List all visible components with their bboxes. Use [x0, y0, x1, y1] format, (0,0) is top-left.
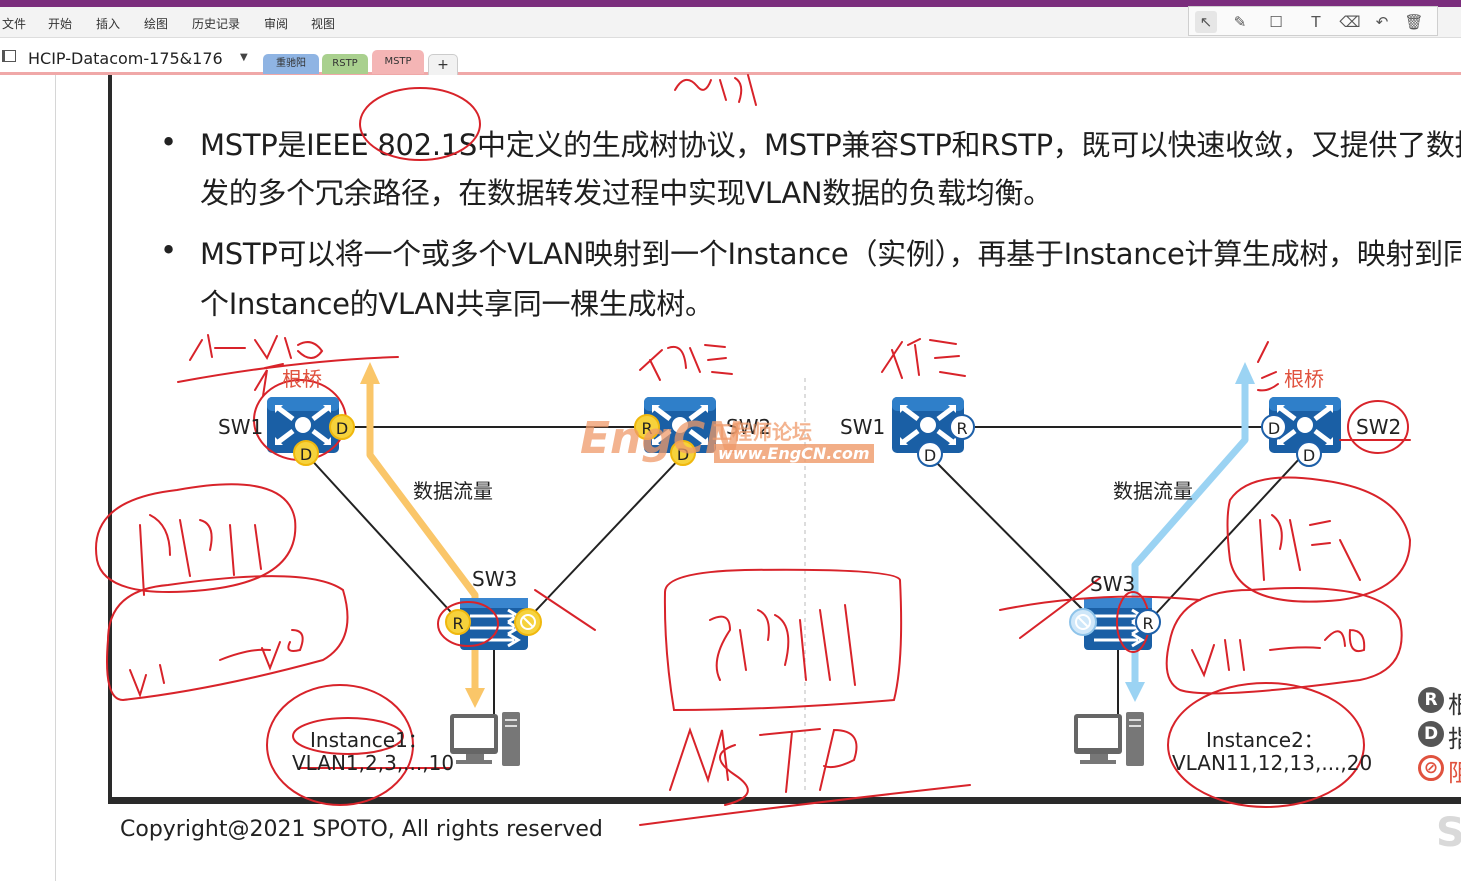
- watermark-cn: 工程师论坛: [712, 420, 812, 444]
- pc-left-icon: [449, 711, 521, 767]
- blocked-port-icon: [1069, 608, 1097, 636]
- legend-root-text: 根: [1448, 691, 1461, 719]
- chevron-down-icon[interactable]: ▼: [240, 52, 248, 63]
- pen-icon[interactable]: ✎: [1233, 13, 1247, 31]
- blocked-port-icon: [514, 608, 542, 636]
- menu-home[interactable]: 开始: [48, 17, 73, 31]
- menu-review[interactable]: 审阅: [264, 17, 289, 31]
- legend-designated-text: 指: [1448, 725, 1461, 753]
- instance2-label: Instance2：: [1206, 728, 1324, 752]
- port-designated: D: [1261, 414, 1287, 440]
- root-bridge-right-label: 根桥: [1284, 367, 1324, 391]
- legend-designated-icon: D: [1418, 721, 1444, 747]
- legend-root-icon: R: [1418, 687, 1444, 713]
- title-strip: [0, 0, 1461, 7]
- shape-icon[interactable]: ☐: [1269, 13, 1283, 31]
- legend-blocked-icon: ⊘: [1418, 755, 1444, 781]
- page-margin-line: [55, 75, 56, 881]
- notebook-title[interactable]: HCIP-Datacom-175&176: [28, 49, 223, 68]
- port-designated: D: [1296, 441, 1322, 467]
- corner-logo: S: [1436, 810, 1461, 856]
- sw2-right-label: SW2: [1356, 415, 1402, 439]
- bullet-dot: •: [160, 233, 178, 267]
- bullet2-line1: MSTP可以将一个或多个VLAN映射到一个Instance（实例），再基于Ins…: [200, 237, 1461, 271]
- port-designated: D: [293, 440, 319, 466]
- watermark-url: www.EngCN.com: [714, 444, 874, 463]
- drawing-toolbar: ↖ ✎ ☐ T ⌫ ↶ 🗑: [1188, 6, 1438, 36]
- pc-right-icon: [1073, 711, 1145, 767]
- port-root: R: [1135, 609, 1161, 635]
- root-bridge-left-label: 根桥: [282, 367, 322, 391]
- slide-left-border: [108, 75, 112, 803]
- tab-rstp[interactable]: RSTP: [322, 54, 368, 74]
- pointer-icon[interactable]: ↖: [1195, 11, 1217, 33]
- port-designated: D: [670, 440, 696, 466]
- bullet1-line2: 发的多个冗余路径，在数据转发过程中实现VLAN数据的负载均衡。: [200, 176, 1052, 210]
- bullet1-line1: MSTP是IEEE 802.1S中定义的生成树协议，MSTP兼容STP和RSTP…: [200, 128, 1461, 162]
- port-root: R: [949, 414, 975, 440]
- menu-history[interactable]: 历史记录: [192, 17, 241, 31]
- menu-file[interactable]: 文件: [2, 17, 27, 31]
- instance1-vlans: VLAN1,2,3,...,10: [292, 751, 455, 775]
- copyright-text: Copyright@2021 SPOTO, All rights reserve…: [120, 817, 603, 842]
- slide-bottom-border: [108, 797, 1461, 804]
- sw1-right-label: SW1: [840, 415, 886, 439]
- data-flow-left-label: 数据流量: [413, 479, 493, 503]
- delete-icon[interactable]: 🗑: [1404, 13, 1424, 31]
- instance1-label: Instance1：: [310, 728, 428, 752]
- tab-section-1[interactable]: 重驰阳: [263, 54, 319, 74]
- text-icon[interactable]: T: [1311, 13, 1321, 31]
- undo-icon[interactable]: ↶: [1375, 13, 1389, 31]
- port-root: R: [445, 609, 471, 635]
- eraser-icon[interactable]: ⌫: [1339, 13, 1361, 31]
- notebook-bar: HCIP-Datacom-175&176 ▼ 重驰阳 RSTP MSTP +: [0, 38, 1461, 76]
- port-designated: D: [329, 414, 355, 440]
- notebook-icon: [2, 50, 16, 62]
- data-flow-right-label: 数据流量: [1113, 479, 1193, 503]
- instance2-vlans: VLAN11,12,13,...,20: [1172, 751, 1373, 775]
- sw3-right-label: SW3: [1090, 572, 1136, 596]
- menu-view[interactable]: 视图: [311, 17, 336, 31]
- bullet2-line2: 个Instance的VLAN共享同一棵生成树。: [200, 287, 714, 321]
- bullet-dot: •: [160, 125, 178, 159]
- legend-blocked-text: 阻: [1448, 759, 1461, 787]
- tab-mstp[interactable]: MSTP: [372, 50, 424, 74]
- port-designated: D: [917, 441, 943, 467]
- menu-insert[interactable]: 插入: [96, 17, 121, 31]
- sw1-left-label: SW1: [218, 415, 264, 439]
- sw2-left-label: SW2: [726, 415, 772, 439]
- menu-draw[interactable]: 绘图: [144, 17, 169, 31]
- sw3-left-label: SW3: [472, 567, 518, 591]
- port-root: R: [634, 414, 660, 440]
